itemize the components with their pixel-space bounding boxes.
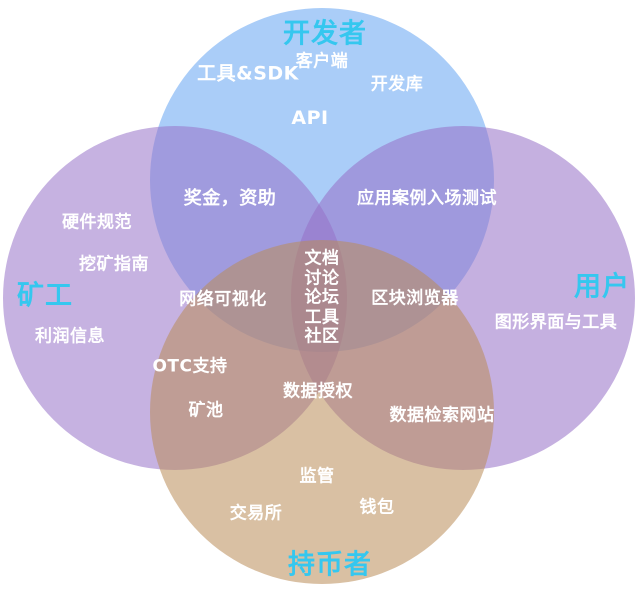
developers-title: 开发者 bbox=[283, 18, 367, 50]
label-gui-tools: 图形界面与工具 bbox=[494, 312, 618, 333]
center-overlap-list: 文档 讨论 论坛 工具 社区 bbox=[305, 249, 340, 347]
label-mining-pool: 矿池 bbox=[188, 400, 224, 421]
label-data-search-site: 数据检索网站 bbox=[389, 405, 495, 426]
miners-title: 矿工 bbox=[17, 280, 73, 312]
label-tools-sdk: 工具&SDK bbox=[197, 62, 299, 85]
label-hardware-spec: 硬件规范 bbox=[62, 212, 132, 233]
label-profit-info: 利润信息 bbox=[35, 326, 105, 347]
center-item-docs: 文档 bbox=[304, 248, 340, 269]
center-item-forum: 论坛 bbox=[304, 287, 340, 308]
label-exchange: 交易所 bbox=[229, 503, 283, 524]
label-client: 客户端 bbox=[295, 51, 349, 72]
label-bounty: 奖金，资助 bbox=[183, 188, 277, 209]
label-otc-support: OTC支持 bbox=[152, 356, 228, 377]
label-data-auth: 数据授权 bbox=[283, 381, 353, 402]
center-item-discuss: 讨论 bbox=[304, 267, 340, 288]
center-item-tools: 工具 bbox=[304, 306, 340, 327]
holders-title: 持币者 bbox=[288, 549, 372, 581]
label-mining-guide: 挖矿指南 bbox=[79, 254, 149, 275]
venn-circle-holders bbox=[150, 240, 494, 584]
label-regulation: 监管 bbox=[299, 466, 335, 487]
label-dev-lib: 开发库 bbox=[370, 74, 424, 95]
label-network-viz: 网络可视化 bbox=[179, 289, 267, 310]
users-title: 用户 bbox=[574, 271, 630, 303]
label-api: API bbox=[291, 107, 329, 129]
label-use-case-testing: 应用案例入场测试 bbox=[357, 188, 497, 209]
center-item-community: 社区 bbox=[304, 326, 340, 347]
label-block-explorer: 区块浏览器 bbox=[371, 288, 459, 309]
label-wallet: 钱包 bbox=[359, 497, 395, 518]
